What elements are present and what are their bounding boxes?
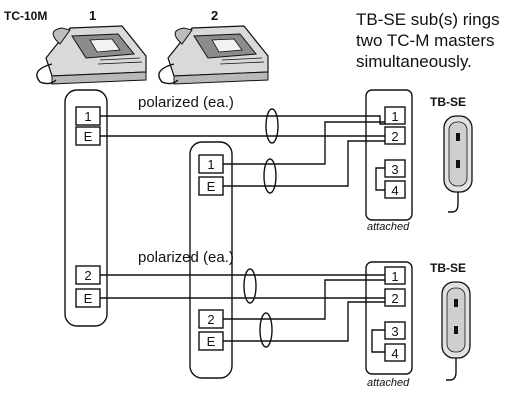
note-line-2: two TC-M masters: [356, 31, 495, 50]
master-1-terminal-panel: [64, 89, 108, 327]
polarized-label-bottom: polarized (ea.): [138, 249, 234, 266]
sub-bottom-terminal-4-label: 4: [391, 346, 398, 361]
wire-m2-e-to-sub-top-2: [223, 140, 385, 187]
sub-top-terminal-1: [384, 106, 406, 125]
sub-bottom-attached-label: attached: [367, 377, 410, 389]
note-line-1: TB-SE sub(s) rings: [356, 10, 500, 29]
sub-bottom-jumper: [371, 329, 385, 353]
sub-top-model-label: TB-SE: [430, 95, 466, 109]
wires: [100, 115, 385, 342]
twisted-pair-symbols: [243, 108, 279, 348]
sub-bottom-terminal-1-label: 1: [391, 269, 398, 284]
sub-bottom-terminal-2-label: 2: [391, 291, 398, 306]
master-station-2-illustration: [158, 25, 269, 85]
master-1-terminal-2-label: 2: [84, 268, 91, 283]
sub-top-terminal-1-label: 1: [391, 109, 398, 124]
master-1-terminal-e-top-label: E: [84, 129, 93, 144]
sub-bottom-model-label: TB-SE: [430, 261, 466, 275]
sub-bottom-illustration: [441, 281, 471, 381]
sub-top-jumper: [375, 167, 385, 191]
master-2-terminal-e-top-label: E: [207, 179, 216, 194]
wire-m2-t1-to-sub-top-1: [223, 121, 385, 165]
pair-loop-m2-bottom: [259, 312, 273, 348]
pair-loop-m1-top: [265, 108, 279, 144]
master-2-terminal-1-label: 1: [207, 157, 214, 172]
sub-top-terminal-4-label: 4: [391, 183, 398, 198]
polarized-label-top: polarized (ea.): [138, 94, 234, 111]
wire-m1-t1-to-sub-top-1: [100, 115, 385, 125]
master-1-terminal-e-bottom-label: E: [84, 291, 93, 306]
master-2-terminal-e-bottom-label: E: [207, 334, 216, 349]
pair-loop-m2-top: [263, 158, 277, 194]
master-1-number: 1: [89, 8, 96, 23]
sub-bottom-terminal-block: [365, 261, 413, 375]
sub-top-terminal-3-label: 3: [391, 162, 398, 177]
note-line-3: simultaneously.: [356, 52, 472, 71]
master-model-label: TC-10M: [4, 9, 47, 23]
pair-loop-m1-bottom: [243, 268, 257, 304]
wire-m2-e2-to-sub-bottom-2: [223, 301, 385, 342]
sub-top-terminal-2-label: 2: [391, 129, 398, 144]
master-2-number: 2: [211, 8, 218, 23]
master-station-1-illustration: [36, 25, 147, 85]
sub-top-attached-label: attached: [367, 221, 410, 233]
sub-bottom-terminal-3-label: 3: [391, 324, 398, 339]
master-2-terminal-panel: [189, 141, 233, 379]
sub-top-illustration: [443, 115, 473, 213]
sub-top-terminal-block: [365, 89, 413, 221]
master-1-terminal-1-label: 1: [84, 109, 91, 124]
master-2-terminal-2-label: 2: [207, 312, 214, 327]
wire-m2-t2-to-sub-bottom-1: [223, 279, 385, 320]
